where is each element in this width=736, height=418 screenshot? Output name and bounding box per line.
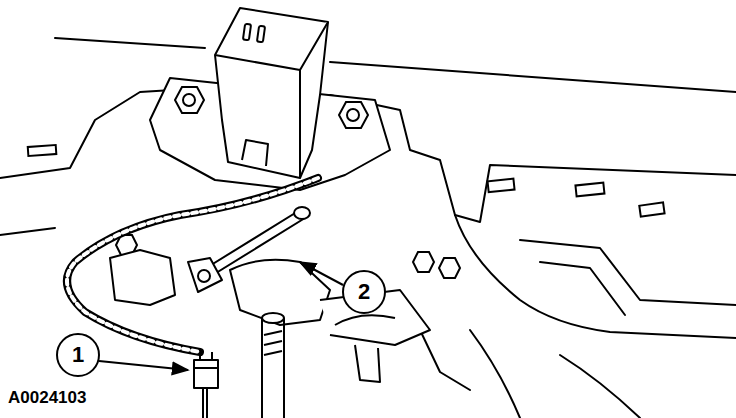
lower-mechanism bbox=[110, 250, 430, 418]
rod-end-clip bbox=[188, 258, 222, 292]
case-boss bbox=[355, 345, 380, 382]
shaft-splines bbox=[264, 331, 282, 355]
panel-edge bbox=[540, 262, 625, 315]
wiring-harness bbox=[67, 178, 318, 418]
panel-edge bbox=[520, 240, 736, 305]
module-tab bbox=[242, 140, 268, 166]
leader-lines bbox=[99, 262, 343, 370]
panel-edge bbox=[55, 38, 205, 48]
connector-wire bbox=[202, 388, 208, 418]
callout-circle bbox=[343, 271, 385, 313]
connector-wire-core bbox=[204, 388, 206, 418]
bolts bbox=[116, 87, 460, 278]
slot bbox=[575, 183, 604, 197]
module-bracket bbox=[150, 8, 390, 190]
module-edge bbox=[215, 22, 328, 70]
shaft bbox=[262, 318, 284, 418]
bolt-head bbox=[339, 102, 368, 128]
rod-bushing bbox=[294, 207, 310, 219]
panel-edge bbox=[330, 62, 736, 92]
case-edge bbox=[335, 315, 395, 325]
module-edge bbox=[299, 70, 301, 178]
callout-number: 2 bbox=[344, 272, 384, 312]
callout-circle bbox=[57, 334, 99, 376]
connector-boot bbox=[200, 352, 212, 360]
leader-line bbox=[99, 361, 188, 370]
bolt-washer bbox=[347, 109, 359, 121]
bolt-head bbox=[439, 258, 460, 278]
rod-end-ball bbox=[198, 270, 210, 282]
bolt-head bbox=[175, 87, 204, 113]
callout-number: 1 bbox=[58, 335, 98, 375]
panel-edge bbox=[420, 330, 470, 390]
shift-cable-rod bbox=[188, 207, 310, 292]
harness-sheath bbox=[67, 178, 318, 352]
panel-edge bbox=[560, 355, 640, 418]
panel-edge bbox=[0, 228, 55, 235]
body-panels bbox=[0, 38, 736, 418]
harness-connector bbox=[194, 352, 218, 388]
shaft-end bbox=[262, 313, 284, 323]
panel-edge bbox=[470, 330, 520, 418]
connector-body bbox=[194, 360, 218, 388]
module-slot bbox=[243, 24, 251, 41]
control-module bbox=[215, 8, 328, 178]
bolt-washer bbox=[183, 94, 195, 106]
panel-edge bbox=[330, 95, 736, 222]
harness-wrap bbox=[67, 178, 318, 352]
module-slot bbox=[257, 26, 265, 43]
slot bbox=[488, 179, 515, 193]
cable-rod bbox=[203, 210, 305, 278]
callout-circles bbox=[57, 271, 385, 376]
panel-edge bbox=[455, 215, 736, 338]
bolt-head bbox=[413, 252, 434, 272]
slot bbox=[639, 202, 664, 216]
connector-latch bbox=[194, 367, 218, 369]
sensor-housing bbox=[110, 250, 175, 305]
figure-id: A0024103 bbox=[6, 388, 88, 408]
leader-line bbox=[300, 262, 343, 285]
slot bbox=[28, 145, 57, 156]
